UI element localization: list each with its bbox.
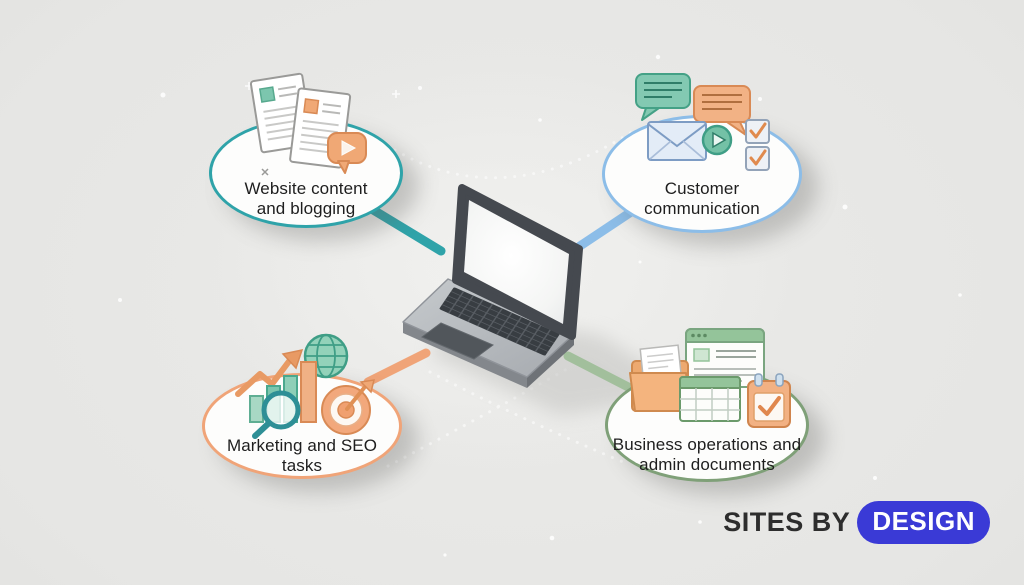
growth-arrow-icon bbox=[235, 348, 304, 397]
sparkle-cross bbox=[261, 168, 269, 176]
bubble-marketing-seo: Marketing and SEO tasks bbox=[202, 333, 402, 479]
target-dart-icon bbox=[321, 379, 376, 435]
connector-website-content bbox=[365, 203, 446, 256]
envelope-icon bbox=[647, 121, 707, 161]
chat-bubble-icon bbox=[693, 85, 751, 136]
bubble-label-line1: Website content bbox=[244, 179, 368, 198]
bubble-label-line1: Business operations and bbox=[612, 435, 802, 454]
laptop-base-right-edge bbox=[527, 334, 574, 388]
checkbox-cubes-icon bbox=[745, 119, 770, 171]
video-message-bubble-icon bbox=[327, 132, 367, 174]
browser-window-icon bbox=[685, 328, 765, 388]
bubble-business-operations: Business operations and admin documents bbox=[605, 328, 809, 482]
laptop-keyboard bbox=[439, 287, 560, 356]
folder-icon bbox=[629, 344, 692, 412]
chat-bubble-icon bbox=[635, 73, 691, 121]
logo-pill-text: DESIGN bbox=[857, 501, 990, 544]
customer-communication-icons bbox=[635, 73, 770, 171]
laptop-trackpad bbox=[420, 322, 495, 360]
laptop-screen bbox=[464, 200, 569, 324]
bubble-label: Business operations and admin documents bbox=[608, 435, 806, 475]
bubble-label: Marketing and SEO tasks bbox=[205, 436, 399, 476]
bubble-label: Website content and blogging bbox=[212, 179, 400, 219]
bubble-website-content: Website content and blogging bbox=[209, 72, 403, 228]
bubble-label-line2: tasks bbox=[281, 456, 323, 475]
calendar-check-icon bbox=[747, 373, 791, 428]
bubble-label-line2: communication bbox=[644, 199, 760, 218]
bubble-label-line2: and blogging bbox=[256, 199, 356, 218]
bubble-label-line1: Customer bbox=[664, 179, 740, 198]
sites-by-design-logo: SITES BY DESIGN bbox=[723, 501, 990, 544]
laptop-illustration bbox=[402, 184, 583, 388]
spreadsheet-icon bbox=[679, 376, 741, 422]
bubble-label: Customer communication bbox=[605, 179, 799, 219]
sparkle-dots bbox=[118, 54, 962, 557]
business-operations-icons bbox=[629, 328, 791, 428]
marketing-seo-icons bbox=[235, 333, 376, 439]
connector-business-operations bbox=[563, 351, 639, 395]
magnifier-icon bbox=[252, 390, 301, 439]
logo-prefix-text: SITES BY bbox=[723, 507, 851, 537]
connector-customer-communication bbox=[575, 205, 639, 251]
bubble-customer-communication: Customer communication bbox=[602, 73, 802, 233]
connector-marketing-seo bbox=[363, 348, 431, 387]
play-coin-icon bbox=[701, 124, 733, 156]
bubble-label-line2: admin documents bbox=[639, 455, 775, 474]
website-content-icons bbox=[249, 72, 367, 176]
bubble-label-line1: Marketing and SEO bbox=[226, 436, 378, 455]
